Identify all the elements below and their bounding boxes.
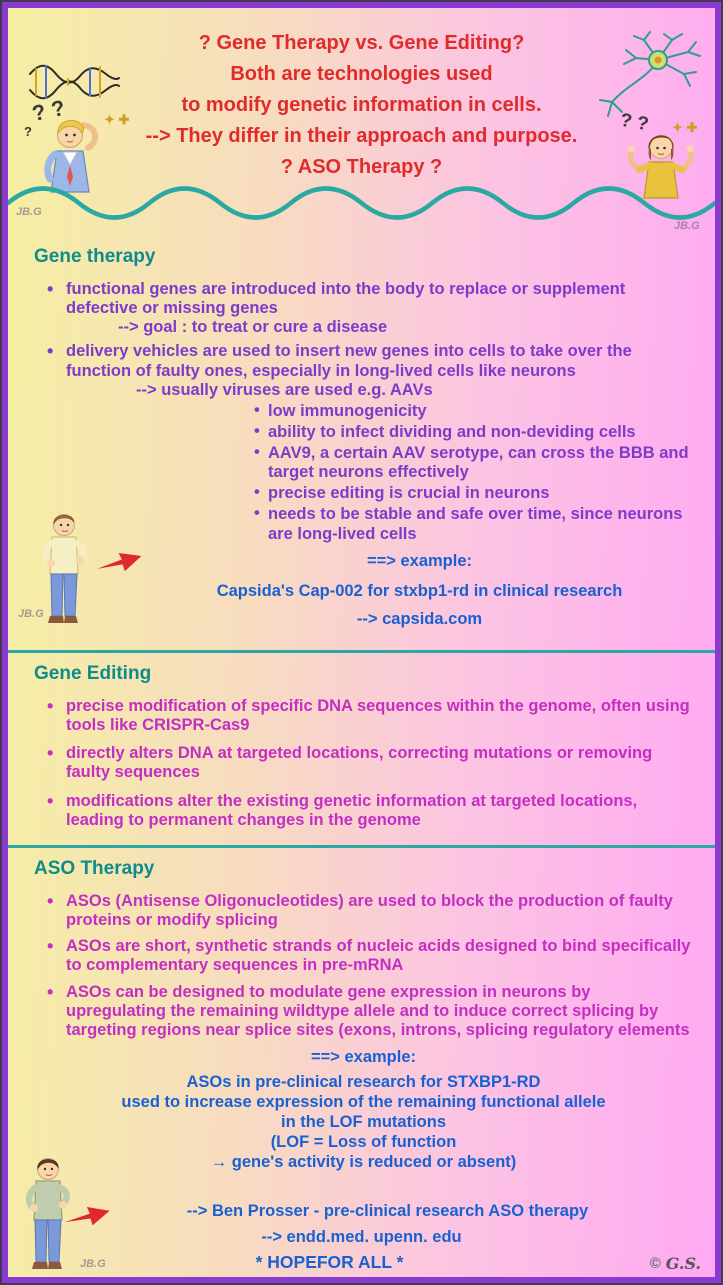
red-arrow-icon bbox=[60, 1199, 113, 1232]
presenter-figure-doodle bbox=[28, 512, 90, 630]
aso-example-line: ASOs in pre-clinical research for STXBP1… bbox=[186, 1072, 541, 1091]
example-label: ==> example: bbox=[366, 551, 473, 570]
artist-watermark: JB.G bbox=[16, 206, 42, 218]
bullet-item: ASOs are short, synthetic strands of nuc… bbox=[46, 936, 691, 975]
aso-example-line: (LOF = Loss of function bbox=[270, 1132, 457, 1151]
bullet-item: functional genes are introduced into the… bbox=[46, 279, 691, 337]
capsida-link[interactable]: --> capsida.com bbox=[356, 609, 483, 628]
confused-man-doodle bbox=[30, 114, 112, 194]
copyright-signature: © G.S. bbox=[650, 1254, 701, 1273]
title-line-3: to modify genetic information in cells. bbox=[181, 94, 542, 116]
title-line-2: Both are technologies used bbox=[230, 63, 493, 85]
bullet-item: modifications alter the existing genetic… bbox=[46, 790, 691, 830]
aav-point: AAV9, a certain AAV serotype, can cross … bbox=[254, 443, 706, 482]
aso-example-line: in the LOF mutations bbox=[281, 1112, 446, 1131]
gene-therapy-bullet-list: functional genes are introduced into the… bbox=[32, 279, 691, 544]
question-marks-right: ? ? bbox=[618, 109, 651, 136]
aav-point: precise editing is crucial in neurons bbox=[254, 483, 706, 503]
title-line-1: ? Gene Therapy vs. Gene Editing? bbox=[198, 32, 525, 54]
title-line-5: ? ASO Therapy ? bbox=[280, 156, 443, 178]
bullet-item: directly alters DNA at targeted location… bbox=[46, 743, 691, 782]
bullet-item: ASOs can be designed to modulate gene ex… bbox=[46, 981, 691, 1040]
capsida-example-text: Capsida's Cap-002 for stxbp1-rd in clini… bbox=[216, 581, 623, 600]
aso-therapy-bullet-list: ASOs (Antisense Oligonucleotides) are us… bbox=[32, 891, 691, 1040]
title-line-4: --> They differ in their approach and pu… bbox=[145, 125, 578, 147]
aav-point: low immunogenicity bbox=[254, 401, 706, 421]
gene-therapy-example: ==> example: Capsida's Cap-002 for stxbp… bbox=[32, 552, 695, 629]
sparkle-icon-right: ✦ ✚ bbox=[672, 120, 698, 135]
header-title-block: ? Gene Therapy vs. Gene Editing? Both ar… bbox=[8, 28, 715, 183]
section-divider bbox=[8, 650, 715, 653]
red-arrow-icon bbox=[92, 544, 146, 578]
gene-editing-bullet-list: precise modification of specific DNA seq… bbox=[32, 696, 691, 830]
bullet-text: functional genes are introduced into the… bbox=[66, 280, 626, 318]
gene-therapy-heading: Gene therapy bbox=[34, 246, 156, 267]
neuron-doodle bbox=[596, 30, 704, 124]
sparkle-icon-left: ✦ ✚ bbox=[104, 112, 130, 127]
aav-point: needs to be stable and safe over time, s… bbox=[254, 504, 706, 543]
bullet-item: delivery vehicles are used to insert new… bbox=[46, 341, 691, 543]
artist-watermark: JB.G bbox=[674, 220, 700, 232]
ben-prosser-line: --> Ben Prosser - pre-clinical research … bbox=[186, 1202, 589, 1220]
dna-helix-doodle bbox=[26, 58, 122, 108]
signature-initials: G.S. bbox=[665, 1254, 701, 1273]
upenn-link[interactable]: --> endd.med. upenn. edu bbox=[261, 1228, 462, 1246]
example-label: ==> example: bbox=[310, 1047, 417, 1066]
copyright-icon: © bbox=[649, 1255, 661, 1272]
gene-therapy-section: Gene therapy functional genes are introd… bbox=[8, 246, 715, 629]
gene-editing-section: Gene Editing precise modification of spe… bbox=[8, 663, 715, 839]
goal-subline: --> goal : to treat or cure a disease bbox=[118, 318, 388, 337]
aso-therapy-heading: ASO Therapy bbox=[34, 858, 155, 879]
wave-divider bbox=[8, 182, 715, 224]
gene-editing-heading: Gene Editing bbox=[34, 663, 152, 684]
bullet-item: ASOs (Antisense Oligonucleotides) are us… bbox=[46, 891, 691, 930]
aso-therapy-section: ASO Therapy ASOs (Antisense Oligonucleot… bbox=[8, 858, 715, 1172]
viruses-subline: --> usually viruses are used e.g. AAVs bbox=[136, 380, 433, 399]
aav-point: ability to infect dividing and non-devid… bbox=[254, 422, 706, 442]
bottom-figure-doodle bbox=[12, 1156, 78, 1276]
aso-example: ==> example: ASOs in pre-clinical resear… bbox=[32, 1047, 695, 1172]
bullet-item: precise modification of specific DNA seq… bbox=[46, 696, 691, 735]
aso-example-line: → gene's activity is reduced or absent) bbox=[210, 1152, 517, 1171]
bullet-text: delivery vehicles are used to insert new… bbox=[66, 342, 632, 380]
section-divider bbox=[8, 845, 715, 848]
artist-watermark: JB.G bbox=[80, 1258, 106, 1270]
question-mark-left-small: ? bbox=[24, 124, 32, 139]
aav-point-list: low immunogenicity ability to infect div… bbox=[254, 401, 706, 544]
shrugging-woman-doodle bbox=[622, 128, 700, 200]
hope-for-all-line: * HOPEFOR ALL * bbox=[255, 1252, 404, 1272]
artist-watermark: JB.G bbox=[18, 608, 44, 620]
aso-example-line: used to increase expression of the remai… bbox=[121, 1092, 606, 1111]
